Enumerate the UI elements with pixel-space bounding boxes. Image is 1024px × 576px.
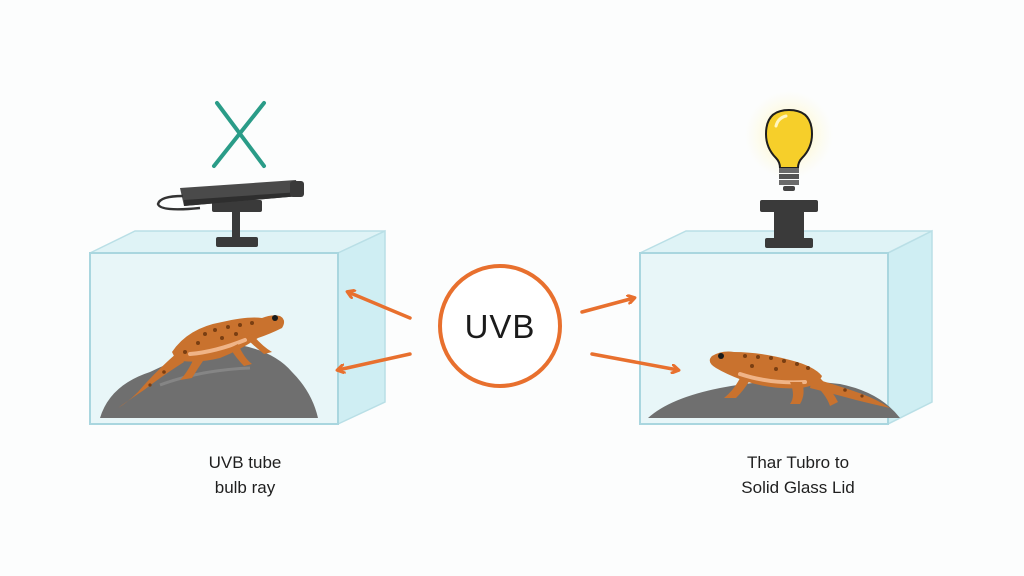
left-tank-side (337, 229, 386, 426)
right-caption-line-2: Solid Glass Lid (741, 478, 855, 497)
uvb-label: UVB (465, 308, 536, 345)
x-mark-icon (212, 101, 266, 168)
left-rock (100, 345, 318, 418)
light-bulb-icon (745, 91, 833, 191)
arrow-left-lower (338, 352, 412, 370)
left-caption: UVB tube bulb ray (150, 450, 340, 500)
arrow-right-lower (590, 352, 678, 370)
left-caption-line-1: UVB tube (208, 453, 282, 472)
left-terrarium (89, 101, 386, 426)
uvb-center-badge: UVB (438, 264, 562, 388)
left-lizard (118, 315, 285, 408)
right-caption-line-1: Thar Tubro to (746, 453, 850, 472)
right-caption: Thar Tubro to Solid Glass Lid (688, 450, 908, 500)
lamp-base-icon (760, 200, 818, 248)
arrow-right-upper (580, 298, 634, 314)
arrow-left-upper (348, 292, 412, 320)
arrows (338, 292, 678, 370)
right-tank-side (887, 229, 933, 426)
right-lizard (709, 351, 890, 408)
right-terrarium (639, 91, 933, 426)
uvb-tube-lamp-icon (156, 180, 304, 247)
left-rock-highlight (159, 366, 251, 387)
left-caption-line-2: bulb ray (214, 478, 276, 497)
